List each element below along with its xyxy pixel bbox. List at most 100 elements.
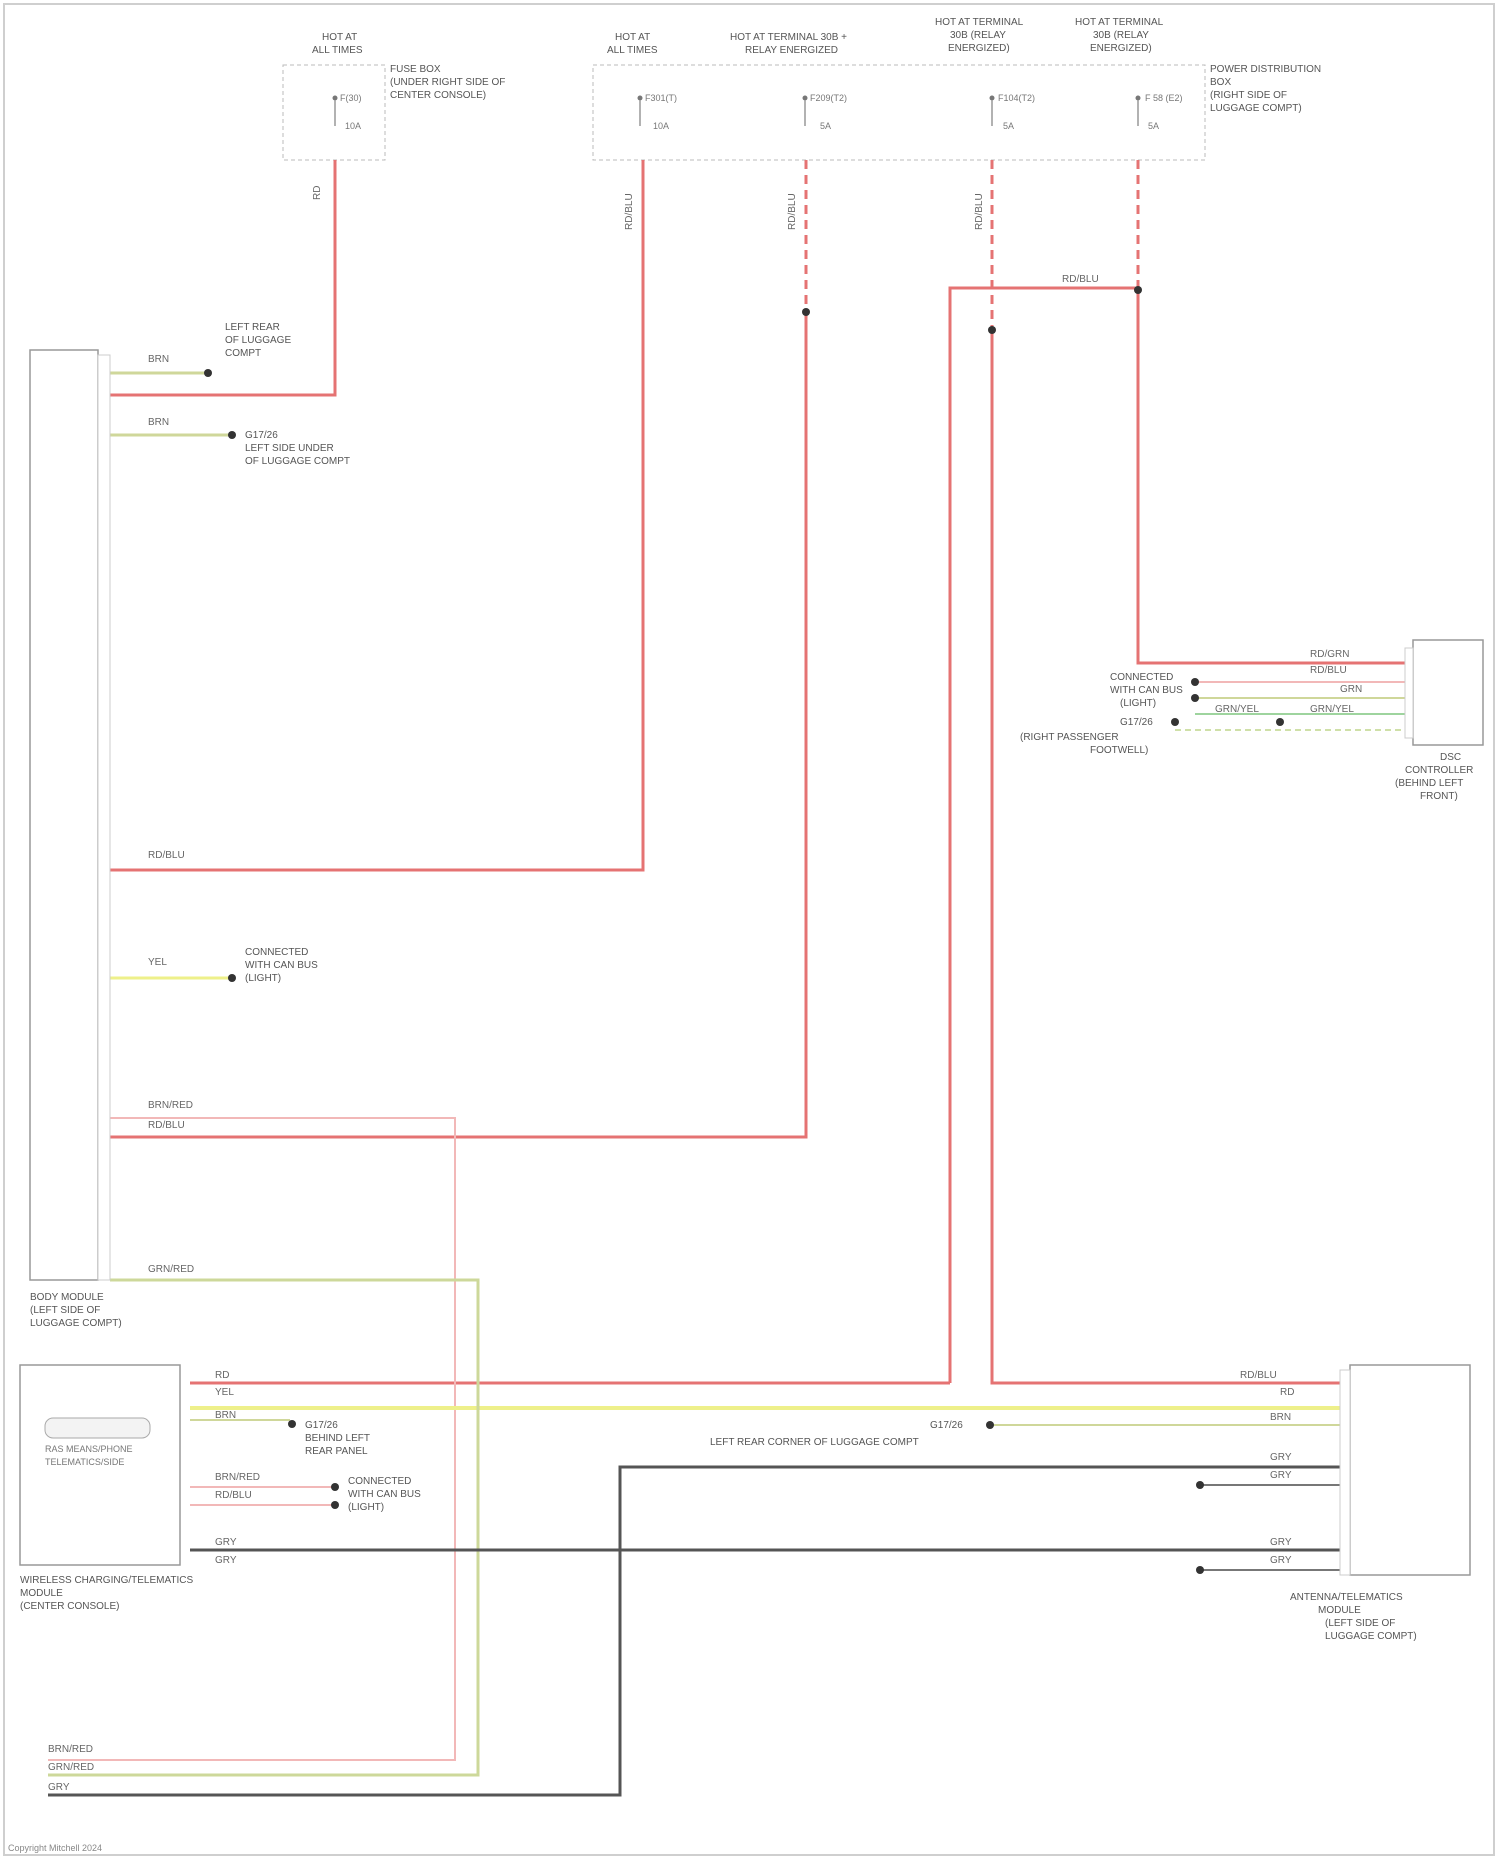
fuse4-header-3: ENERGIZED) bbox=[948, 43, 1010, 54]
wcm-wire-labels: RD YEL BRN BRN/RED RD/BLU GRY GRY bbox=[215, 1370, 260, 1566]
wire-label-rdblu-6: RD/BLU bbox=[148, 1120, 185, 1131]
gnd3-l1: CONNECTED bbox=[245, 947, 308, 958]
fuse2-name: F301(T) bbox=[645, 93, 677, 103]
fuse3-header-1: HOT AT TERMINAL 30B + bbox=[730, 32, 847, 43]
gnd1-l2: OF LUGGAGE bbox=[225, 335, 291, 346]
dsc-left-2: WITH CAN BUS bbox=[1110, 685, 1183, 696]
wire-gry-2 bbox=[48, 1467, 1340, 1795]
wire-fuse4-antenna bbox=[992, 330, 1340, 1383]
fuse1-desc-2: (UNDER RIGHT SIDE OF bbox=[390, 77, 505, 88]
body-module-name-2: (LEFT SIDE OF bbox=[30, 1305, 100, 1316]
gnd3-l3: (LIGHT) bbox=[245, 973, 281, 984]
dsc-wire-2: RD/BLU bbox=[1310, 665, 1347, 676]
gnd2-l1: G17/26 bbox=[245, 430, 278, 441]
dsc-ground-1: G17/26 bbox=[1120, 717, 1153, 728]
wire-label-brn-2: BRN bbox=[148, 417, 169, 428]
wire-label-yel: YEL bbox=[148, 957, 167, 968]
fuse1-desc-3: CENTER CONSOLE) bbox=[390, 90, 486, 101]
fuse4-amp: 5A bbox=[1003, 121, 1014, 131]
fuse5-name: F 58 (E2) bbox=[1145, 93, 1183, 103]
antenna-wire-6: GRY bbox=[1270, 1555, 1292, 1566]
wcm-wire-5: RD/BLU bbox=[215, 1490, 252, 1501]
wire-label-brnred: BRN/RED bbox=[148, 1100, 193, 1111]
fuse2-amp: 10A bbox=[653, 121, 669, 131]
dsc-name-4: FRONT) bbox=[1420, 791, 1458, 802]
fuse4-header-2: 30B (RELAY bbox=[950, 30, 1006, 41]
dsc-left-1: CONNECTED bbox=[1110, 672, 1173, 683]
pdb-label-2: BOX bbox=[1210, 77, 1231, 88]
bottom-connector: BRN/RED GRN/RED GRY bbox=[48, 1744, 94, 1793]
wire-label-grnred: GRN/RED bbox=[148, 1264, 194, 1275]
wire-label-rdblu-1: RD/BLU bbox=[148, 850, 185, 861]
body-module-name-3: LUGGAGE COMPT) bbox=[30, 1318, 122, 1329]
bottom-wire-1: BRN/RED bbox=[48, 1744, 93, 1755]
wcm-wire-2: YEL bbox=[215, 1387, 234, 1398]
dsc-name-1: DSC bbox=[1440, 752, 1461, 763]
wcm-wire-1: RD bbox=[215, 1370, 229, 1381]
fuse1-terminal bbox=[333, 96, 338, 101]
dsc-ground-2: (RIGHT PASSENGER bbox=[1020, 732, 1119, 743]
body-module-name-1: BODY MODULE bbox=[30, 1292, 104, 1303]
ground-points bbox=[204, 286, 1284, 1574]
pdb-label-4: LUGGAGE COMPT) bbox=[1210, 103, 1302, 114]
fuse3-name: F209(T2) bbox=[810, 93, 847, 103]
wire-label-rdblu-3: RD/BLU bbox=[787, 193, 798, 230]
wire-labels: RD BRN RD/BLU RD/BLU RD/BLU RD/BLU RD/BL… bbox=[148, 186, 1277, 1381]
gnd5-l1: CONNECTED bbox=[348, 1476, 411, 1487]
dsc-left-3: (LIGHT) bbox=[1120, 698, 1156, 709]
center-ground-2: LEFT REAR CORNER OF LUGGAGE COMPT bbox=[710, 1437, 919, 1448]
wire-fuse5-dsc bbox=[1138, 290, 1405, 663]
wire-label-rdblu-7: RD/BLU bbox=[1240, 1370, 1277, 1381]
fuse2-header-1: HOT AT bbox=[615, 32, 650, 43]
gnd1-l3: COMPT bbox=[225, 348, 261, 359]
copyright-footer: Copyright Mitchell 2024 bbox=[8, 1843, 102, 1853]
wcm-wire-6: GRY bbox=[215, 1537, 237, 1548]
pdb-label-1: POWER DISTRIBUTION bbox=[1210, 64, 1321, 75]
fuse5-header-1: HOT AT TERMINAL bbox=[1075, 17, 1164, 28]
bottom-wire-3: GRY bbox=[48, 1782, 70, 1793]
wcm-wire-4: BRN/RED bbox=[215, 1472, 260, 1483]
signal-wires bbox=[48, 373, 1405, 1795]
fuse5-header-3: ENERGIZED) bbox=[1090, 43, 1152, 54]
dsc-wire-1: RD/GRN bbox=[1310, 649, 1349, 660]
antenna-wire-4: GRY bbox=[1270, 1470, 1292, 1481]
antenna-wire-3: GRY bbox=[1270, 1452, 1292, 1463]
antenna-name-2: MODULE bbox=[1318, 1605, 1361, 1616]
antenna-name-3: (LEFT SIDE OF bbox=[1325, 1618, 1395, 1629]
gnd4-l3: REAR PANEL bbox=[305, 1446, 368, 1457]
fuse-box-1: HOT AT ALL TIMES FUSE BOX (UNDER RIGHT S… bbox=[283, 32, 505, 160]
fuse1-header-1: HOT AT bbox=[322, 32, 357, 43]
gnd4-l2: BEHIND LEFT bbox=[305, 1433, 370, 1444]
gnd4-l1: G17/26 bbox=[305, 1420, 338, 1431]
dsc-ground-3: FOOTWELL) bbox=[1090, 745, 1148, 756]
wcm-wire-7: GRY bbox=[215, 1555, 237, 1566]
dsc-name-2: CONTROLLER bbox=[1405, 765, 1473, 776]
fuse3-header-2: RELAY ENERGIZED bbox=[745, 45, 838, 56]
fuse1-desc-1: FUSE BOX bbox=[390, 64, 441, 75]
wcm-inner-2: TELEMATICS/SIDE bbox=[45, 1457, 124, 1467]
antenna-name-1: ANTENNA/TELEMATICS bbox=[1290, 1592, 1403, 1603]
bottom-wire-2: GRN/RED bbox=[48, 1762, 94, 1773]
gnd5-l3: (LIGHT) bbox=[348, 1502, 384, 1513]
gnd2-l3: OF LUGGAGE COMPT bbox=[245, 456, 350, 467]
fuse5-header-2: 30B (RELAY bbox=[1093, 30, 1149, 41]
wire-label-rd: RD bbox=[312, 186, 323, 200]
ground-labels: LEFT REAR OF LUGGAGE COMPT G17/26 LEFT S… bbox=[225, 322, 963, 1513]
center-ground-1: G17/26 bbox=[930, 1420, 963, 1431]
wire-fuse1-body bbox=[110, 160, 335, 395]
dsc-name-3: (BEHIND LEFT bbox=[1395, 778, 1463, 789]
fuse4-header-1: HOT AT TERMINAL bbox=[935, 17, 1024, 28]
wcm-inner-1: RAS MEANS/PHONE bbox=[45, 1444, 133, 1454]
gnd1-l1: LEFT REAR bbox=[225, 322, 280, 333]
power-distribution-box: POWER DISTRIBUTION BOX (RIGHT SIDE OF LU… bbox=[593, 17, 1321, 160]
fuse1-name: F(30) bbox=[340, 93, 362, 103]
wire-fuse2-body bbox=[110, 160, 643, 870]
wire-fuse5-branch bbox=[950, 288, 1138, 1383]
fuse5-amp: 5A bbox=[1148, 121, 1159, 131]
dsc-wire-5: GRN/YEL bbox=[1310, 704, 1354, 715]
wcm-name-3: (CENTER CONSOLE) bbox=[20, 1601, 119, 1612]
antenna-name-4: LUGGAGE COMPT) bbox=[1325, 1631, 1417, 1642]
body-module: BODY MODULE (LEFT SIDE OF LUGGAGE COMPT) bbox=[30, 350, 122, 1329]
fuse1-header-2: ALL TIMES bbox=[312, 45, 363, 56]
